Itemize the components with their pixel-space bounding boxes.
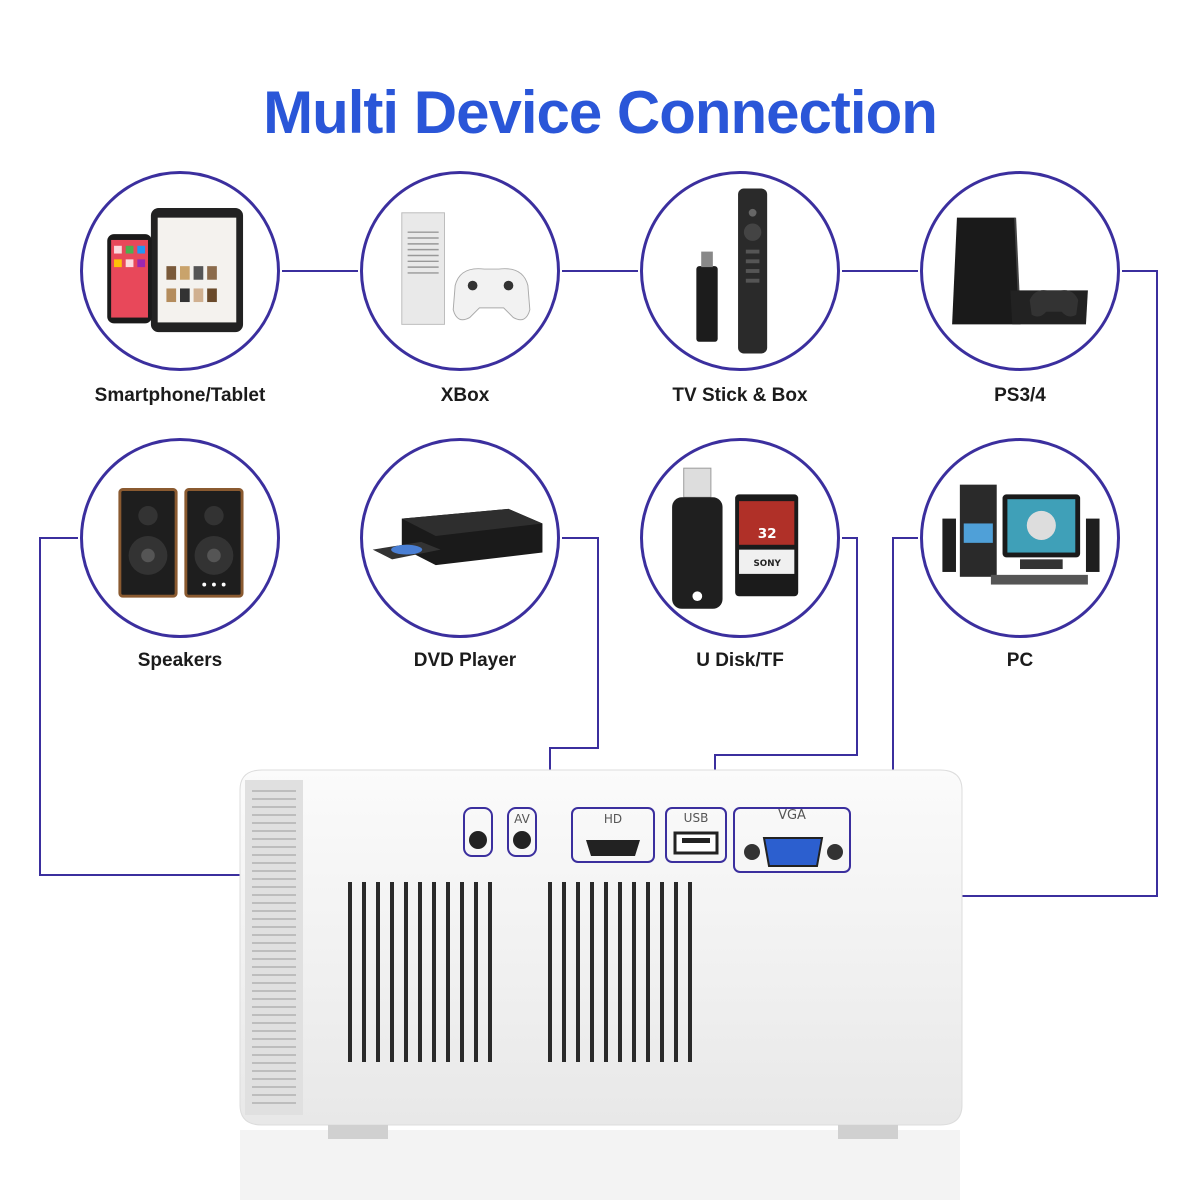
device-label-smartphone-tablet: Smartphone/Tablet	[94, 385, 266, 406]
wire-pc	[850, 537, 918, 826]
device-label-tv-stick: TV Stick & Box	[672, 385, 808, 406]
device-circle-ps	[920, 171, 1120, 371]
device-label-pc: PC	[1006, 650, 1034, 671]
dvd-player-icon	[372, 508, 543, 566]
desktop-pc-icon	[942, 484, 1100, 585]
usb-sd-card-icon: 32 SONY	[672, 467, 799, 609]
device-circle-tv-stick	[640, 171, 840, 371]
device-circle-udisk: 32 SONY	[640, 438, 840, 638]
hdmi-port-label: HD	[603, 812, 623, 826]
device-label-xbox: XBox	[440, 385, 490, 406]
vga-port-label: VGA	[778, 808, 806, 823]
device-label-udisk: U Disk/TF	[696, 650, 784, 671]
device-label-dvd: DVD Player	[413, 650, 517, 671]
page-title: Multi Device Connection	[263, 79, 938, 146]
device-circle-speakers	[80, 438, 280, 638]
smartphone-tablet-icon	[107, 207, 244, 333]
device-label-speakers: Speakers	[137, 650, 223, 671]
usb-port-label: USB	[683, 811, 709, 825]
wire-top-row	[282, 270, 1158, 897]
device-circle-dvd	[360, 438, 560, 638]
tv-stick-remote-icon	[696, 188, 768, 354]
speakers-icon	[118, 488, 244, 598]
device-circle-xbox	[360, 171, 560, 371]
svg-text:SONY: SONY	[754, 559, 782, 569]
device-circle-smartphone-tablet	[80, 171, 280, 371]
xbox-console-icon	[401, 212, 531, 325]
av-port-label: AV	[514, 812, 530, 826]
device-label-ps: PS3/4	[994, 385, 1046, 406]
svg-text:32: 32	[758, 526, 777, 542]
ps-console-icon	[952, 217, 1088, 325]
device-circle-pc	[920, 438, 1120, 638]
